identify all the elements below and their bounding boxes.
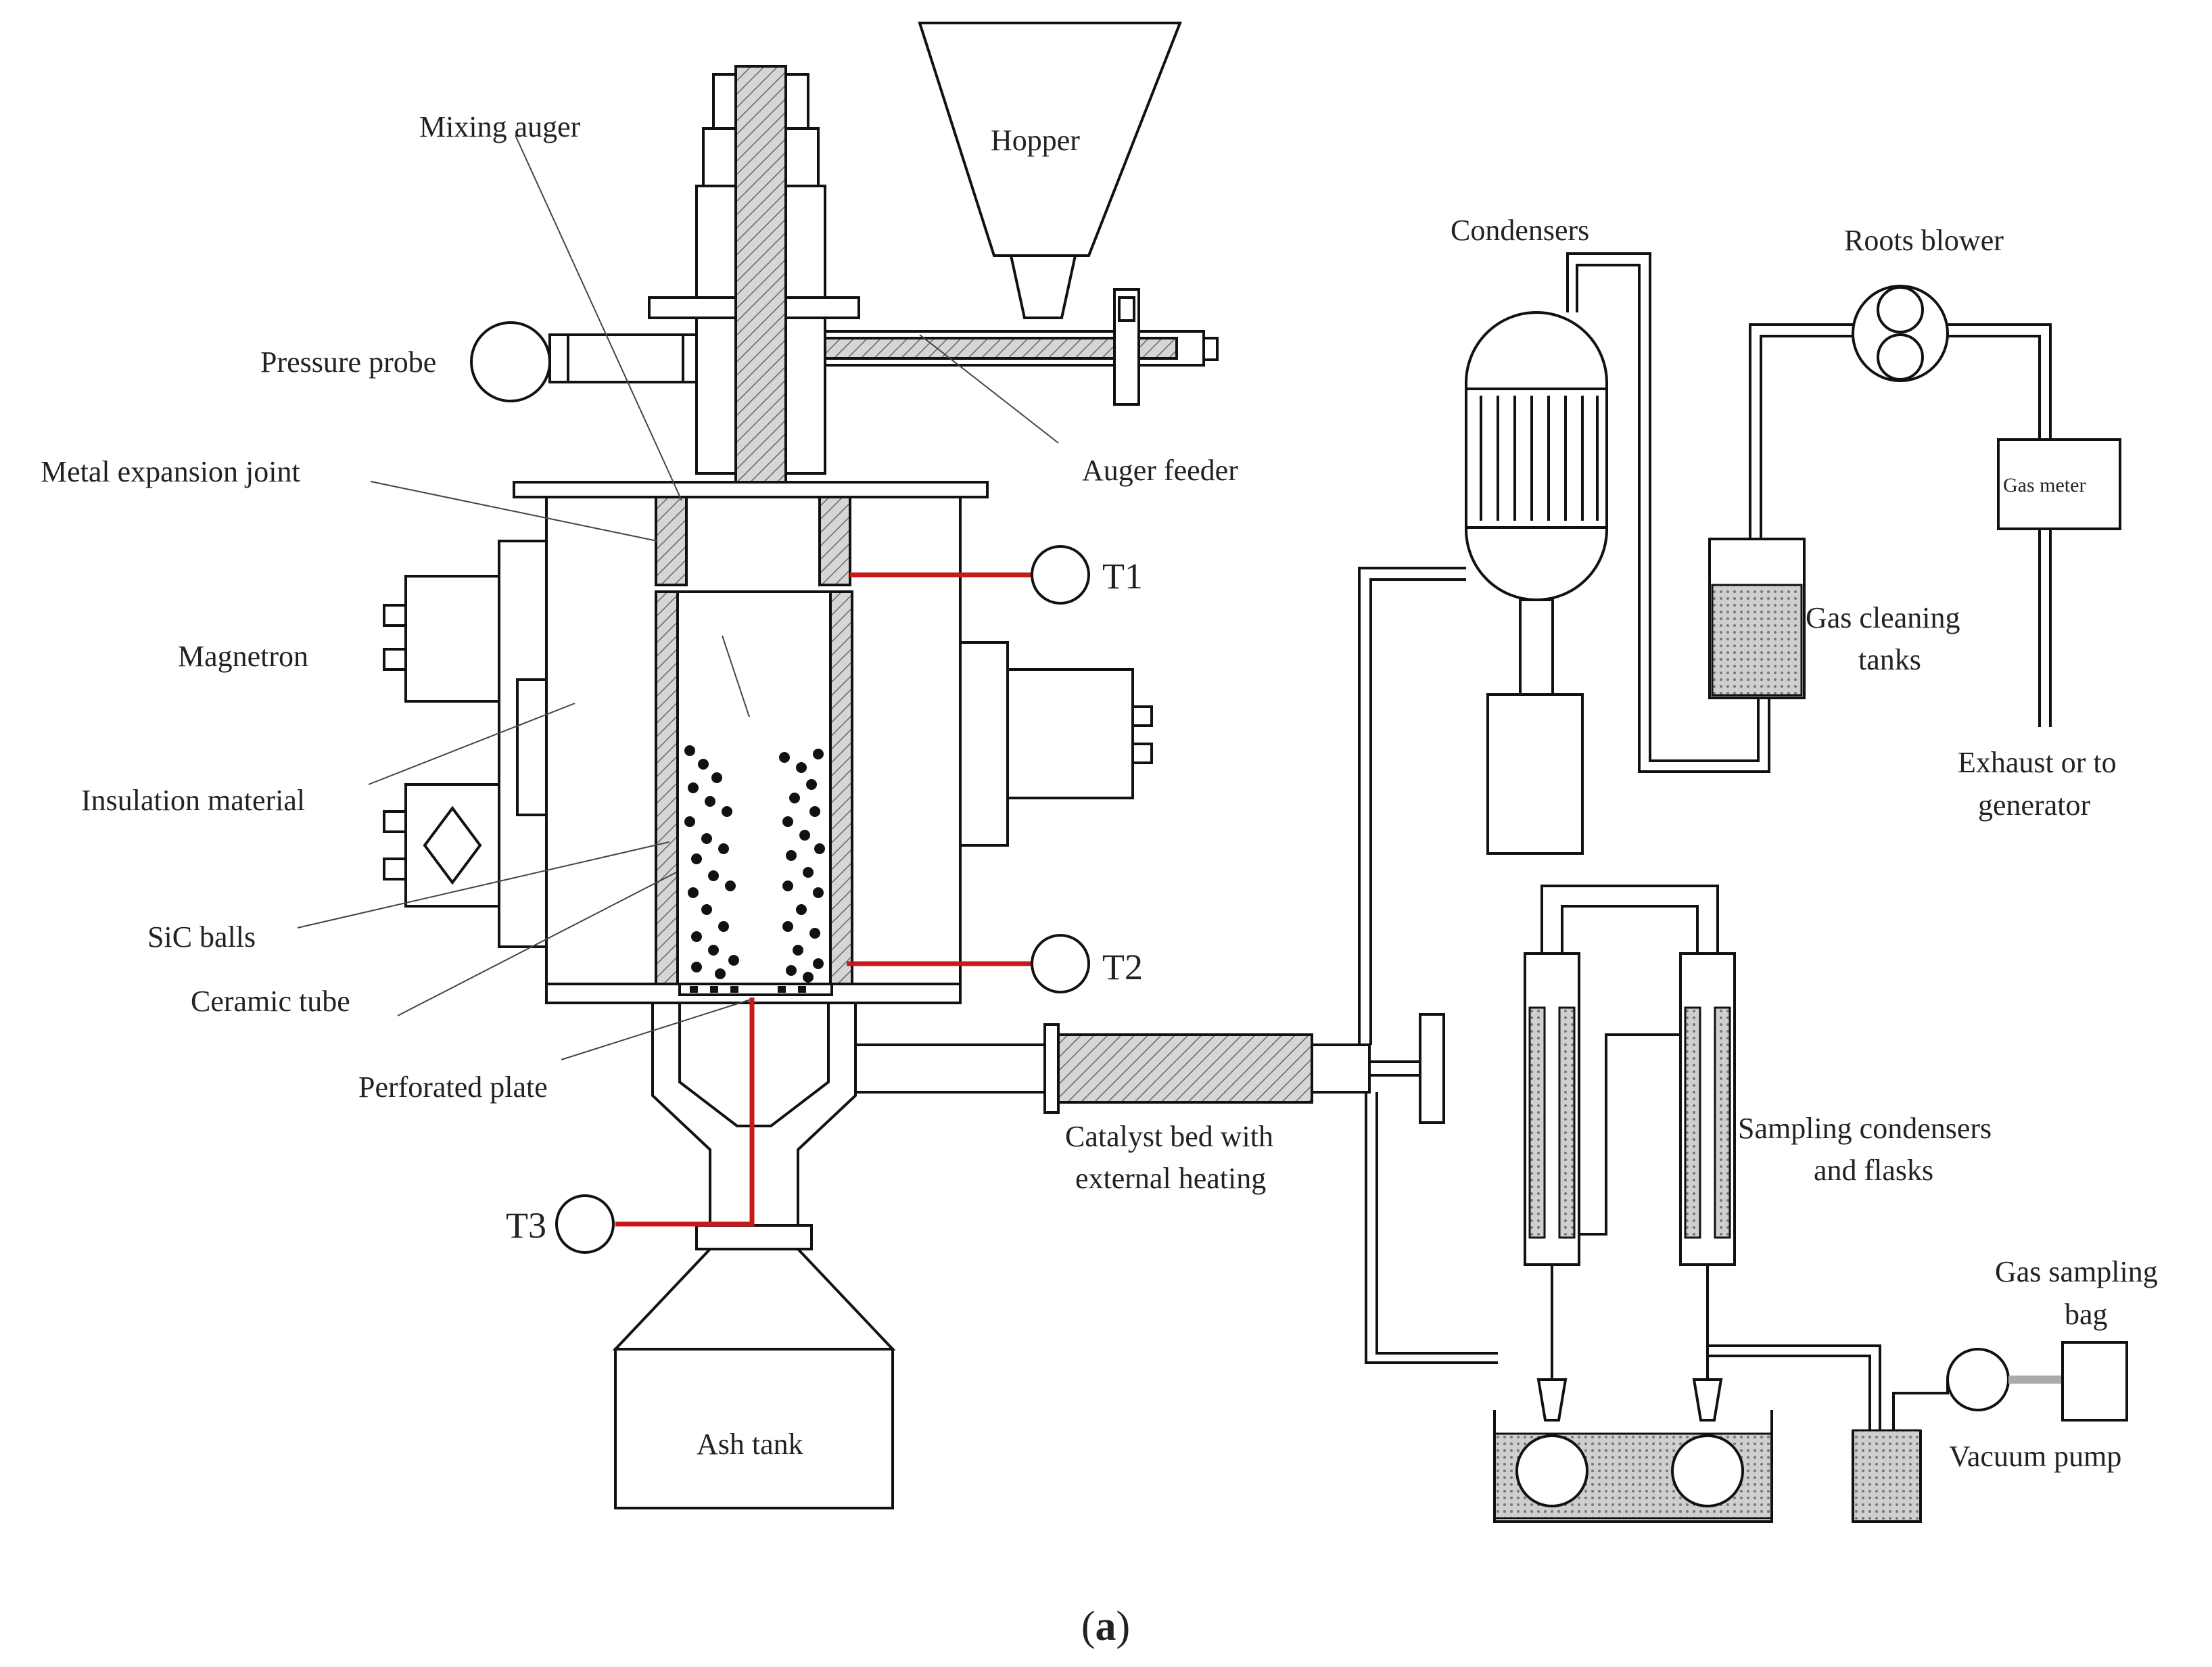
figure-caption: (a) [1081, 1603, 1130, 1649]
thermocouple-lines [615, 572, 1035, 1227]
metal-expansion-joint-left [655, 496, 688, 586]
sic-balls [684, 745, 825, 983]
label-exhaust-2: generator [1978, 789, 2090, 822]
label-roots-blower: Roots blower [1844, 224, 2004, 257]
t3-probe [555, 1194, 615, 1254]
pressure-probe [470, 321, 703, 402]
label-ash-tank: Ash tank [697, 1428, 803, 1461]
condenser [1465, 311, 1608, 855]
label-ceramic-tube: Ceramic tube [191, 985, 350, 1018]
gas-pipes [1358, 252, 2052, 1364]
label-gas-cleaning-1: Gas cleaning [1806, 601, 1960, 634]
label-sampling-2: and flasks [1814, 1154, 1933, 1187]
label-hopper: Hopper [991, 124, 1080, 157]
ash-tank [612, 1248, 896, 1509]
label-gas-bag-2: bag [2065, 1298, 2108, 1331]
ceramic-tube [655, 590, 853, 985]
label-gas-meter: Gas meter [2003, 474, 2086, 496]
label-auger-feeder: Auger feeder [1082, 454, 1238, 487]
label-gas-bag-1: Gas sampling [1995, 1255, 2158, 1288]
gas-bag-connector [2008, 1376, 2063, 1384]
label-vacuum-pump: Vacuum pump [1949, 1440, 2121, 1473]
vacuum-pump [1946, 1348, 2010, 1411]
t2-probe [1031, 934, 1090, 993]
vacuum-train [1708, 1341, 2128, 1523]
magnetron-right [959, 641, 1153, 847]
sampling-condensers [1524, 885, 1736, 1422]
auger-feeder [773, 288, 1219, 406]
label-perforated-plate: Perforated plate [358, 1071, 548, 1104]
label-t1: T1 [1102, 556, 1143, 596]
metal-expansion-joint-right [818, 496, 851, 586]
gas-sampling-bag [2061, 1341, 2128, 1422]
gas-cleaning-tank [1708, 538, 1806, 699]
roots-blower [1852, 285, 1949, 382]
label-condensers: Condensers [1451, 214, 1589, 247]
label-exhaust-1: Exhaust or to [1958, 746, 2117, 779]
label-metal-expansion-joint: Metal expansion joint [41, 455, 300, 488]
label-gas-cleaning-2: tanks [1858, 643, 1921, 676]
label-pressure-probe: Pressure probe [260, 346, 436, 379]
magnetron-left [383, 540, 548, 948]
label-magnetron: Magnetron [178, 640, 308, 673]
label-catalyst-1: Catalyst bed with [1065, 1120, 1273, 1153]
leader-lines [297, 135, 1059, 1060]
label-t3: T3 [506, 1205, 546, 1246]
ice-bath [1493, 1410, 1773, 1523]
outlet-pipe [854, 1013, 1445, 1124]
label-sic-balls: SiC balls [147, 920, 256, 954]
label-t2: T2 [1102, 947, 1143, 987]
hopper [918, 22, 1182, 319]
t1-probe [1031, 545, 1090, 605]
perforated-plate [678, 983, 833, 996]
label-mixing-auger: Mixing auger [419, 110, 581, 143]
gas-meter [1997, 438, 2121, 530]
label-insulation-material: Insulation material [81, 784, 305, 817]
label-sampling-1: Sampling condensers [1738, 1112, 1992, 1145]
label-catalyst-2: external heating [1075, 1162, 1266, 1195]
